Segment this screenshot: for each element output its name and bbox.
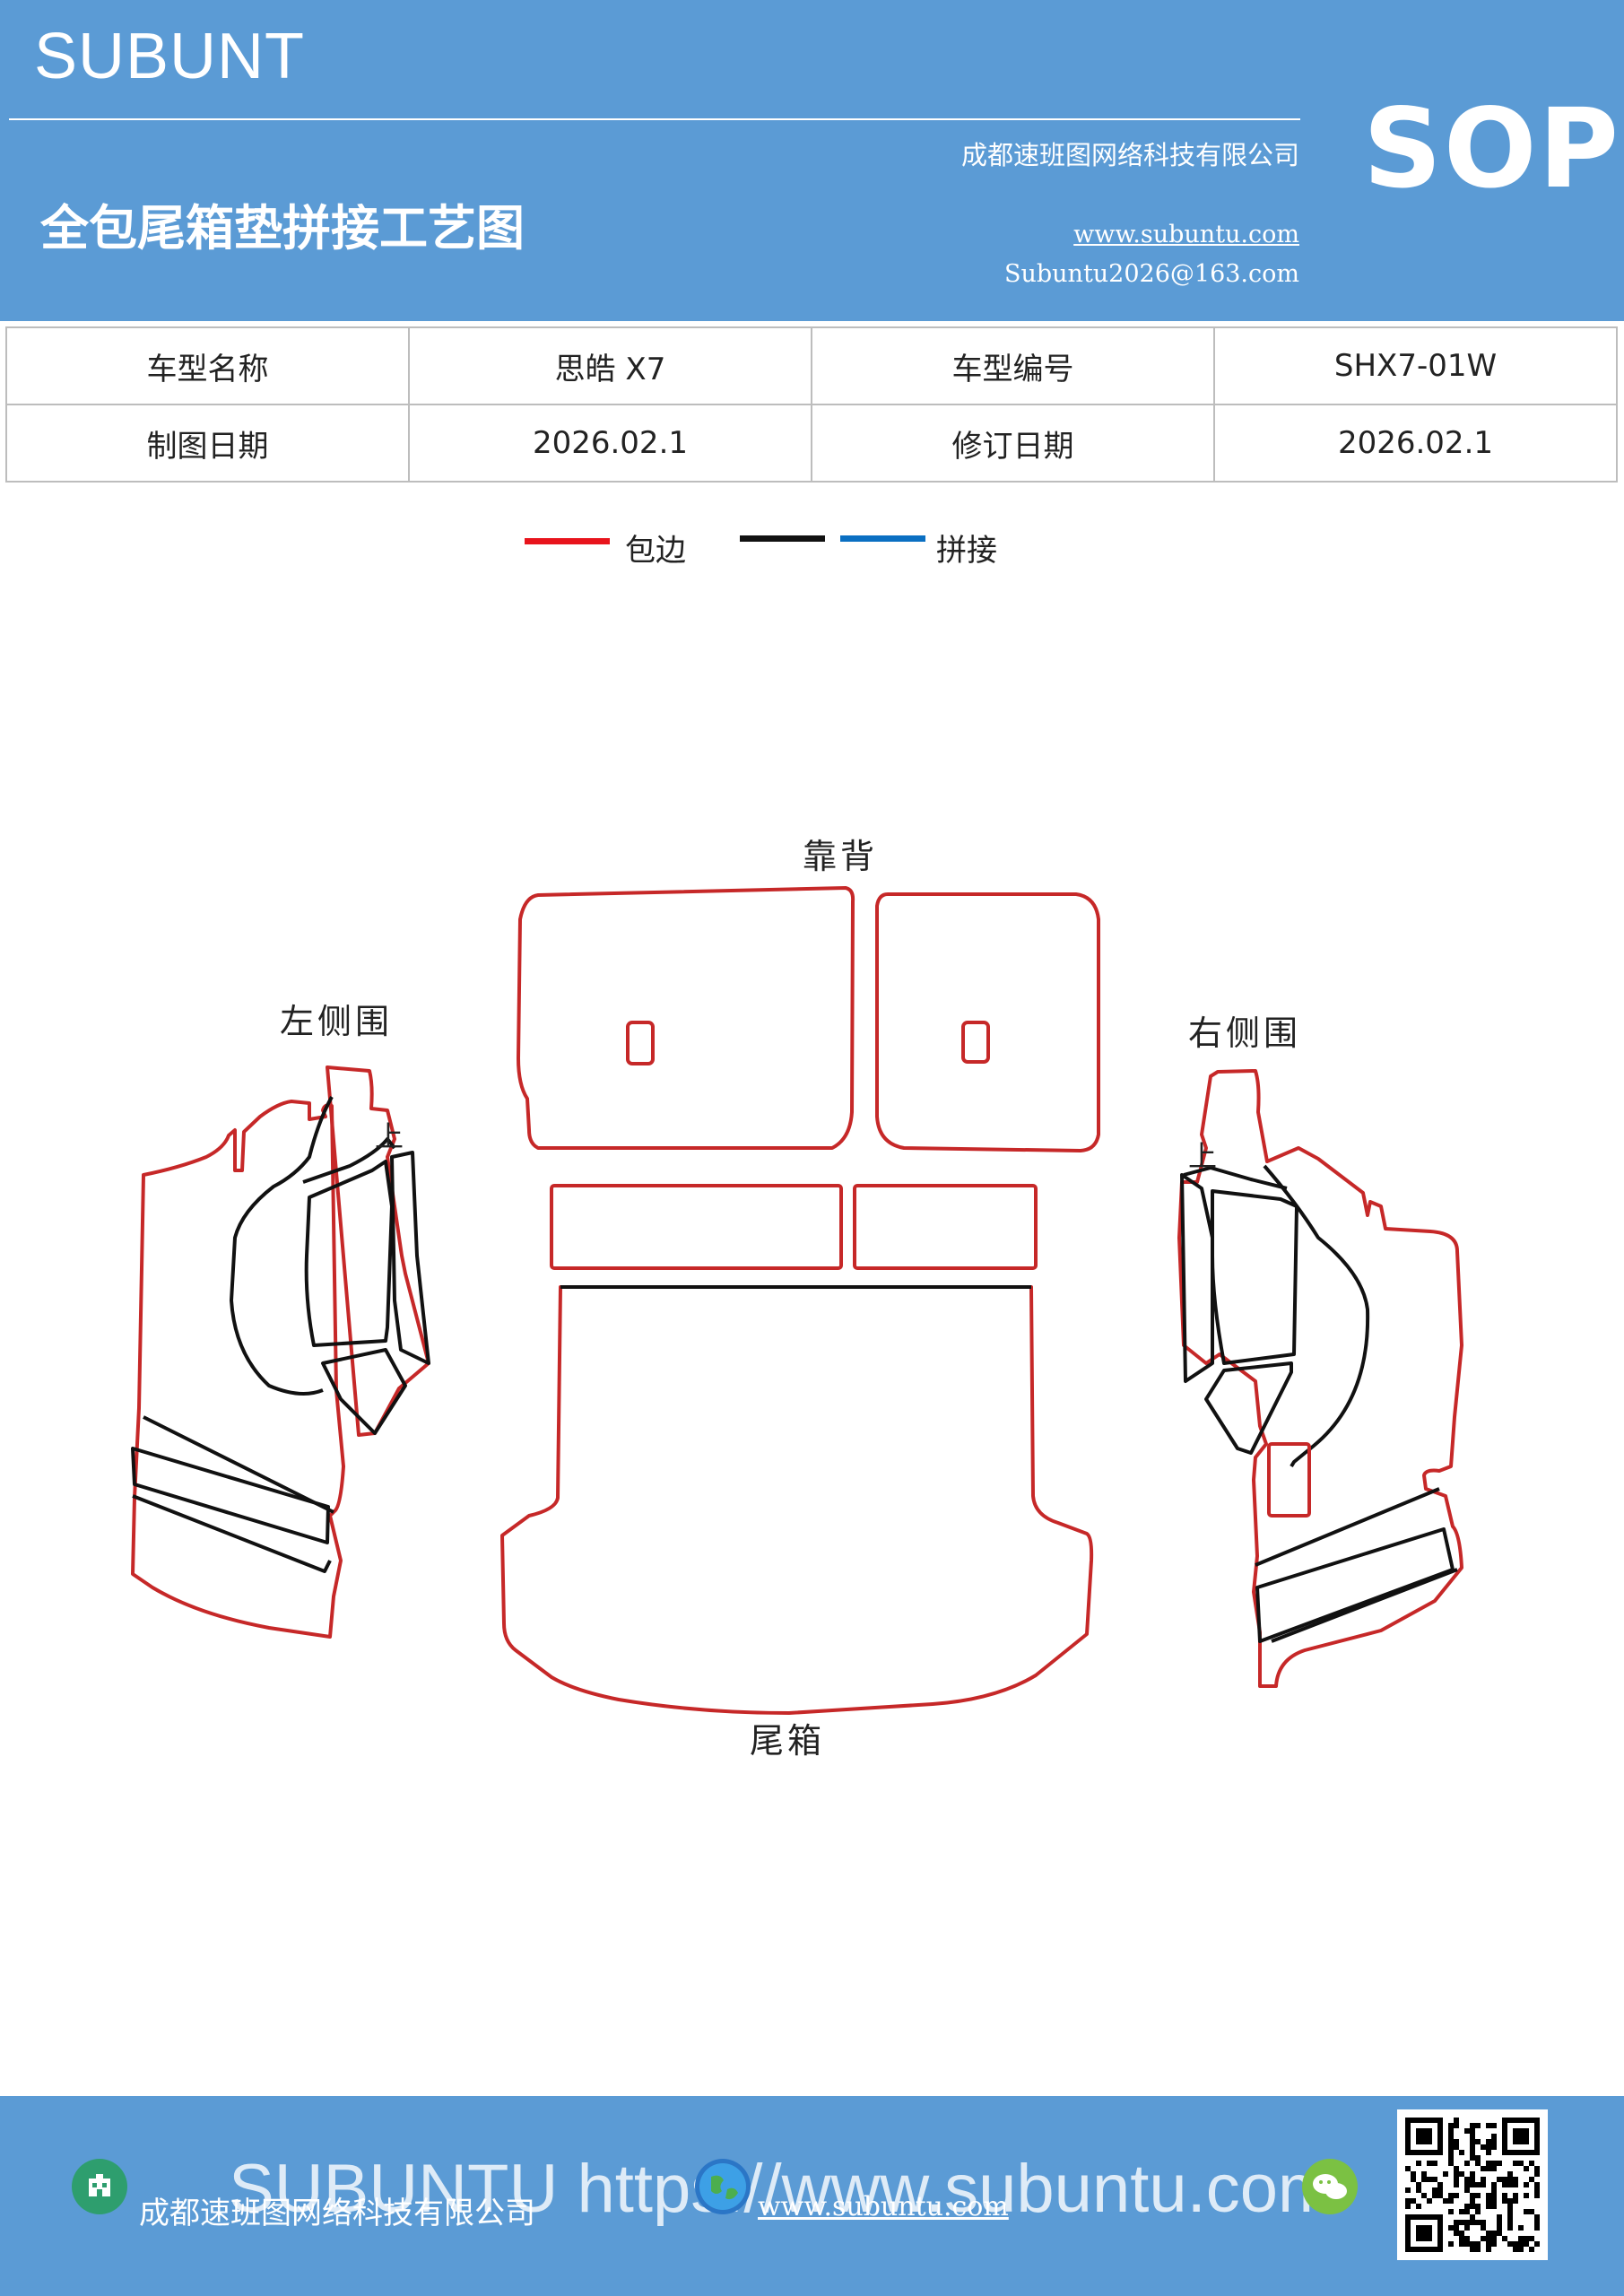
left-side-seam-outer [230, 1096, 334, 1396]
sop-badge: SOP [1363, 85, 1620, 213]
legend-splice-black-line [740, 535, 825, 542]
header-email[interactable]: Subuntu2026@163.com [1004, 260, 1299, 288]
vehicle-info-table: 车型名称 思皓 X7 车型编号 SHX7-01W 制图日期 2026.02.1 … [5, 326, 1618, 483]
globe-icon [695, 2159, 751, 2214]
header-website-link[interactable]: www.subuntu.com [1073, 221, 1299, 248]
right-side-outline [1177, 1069, 1463, 1688]
backrest-right-hole [961, 1021, 990, 1064]
qr-code[interactable] [1397, 2109, 1548, 2260]
right-side-seam-lower [1204, 1361, 1293, 1455]
revision-date-value: 2026.02.1 [1213, 404, 1618, 483]
right-side-seam-outer [1263, 1164, 1370, 1468]
footer-banner: 成都速班图网络科技有限公司 SUBUNTU https://www.subunt… [0, 2096, 1624, 2296]
right-side-cutout [1267, 1442, 1311, 1518]
left-side-seam-window-top [302, 1137, 396, 1184]
footer-website-link[interactable]: www.subuntu.com [758, 2191, 1009, 2222]
building-icon [72, 2159, 127, 2214]
left-side-outline [131, 1100, 345, 1639]
model-code-value: SHX7-01W [1213, 326, 1618, 405]
left-side-label: 左侧围 [280, 1002, 393, 1041]
middle-strip-left [550, 1184, 843, 1270]
right-side-seam-band2 [1255, 1527, 1455, 1643]
right-side-label: 右侧围 [1188, 1013, 1301, 1053]
trunk-floor-outline [500, 1285, 1094, 1715]
brand-logo-text: SUBUNT [34, 21, 306, 92]
backrest-left-hole [626, 1021, 655, 1065]
left-side-seam-window [304, 1160, 394, 1347]
draw-date-label: 制图日期 [5, 404, 410, 483]
legend: 包边 拼接 [0, 516, 1624, 578]
left-side-seam-strip-right [390, 1151, 430, 1365]
legend-splice-label: 拼接 [936, 533, 997, 569]
model-code-label: 车型编号 [811, 326, 1215, 405]
model-name-value: 思皓 X7 [408, 326, 812, 405]
draw-date-value: 2026.02.1 [408, 404, 812, 483]
left-side-seam-lower-triangle [321, 1348, 407, 1435]
left-up-mark: 上 [375, 1119, 404, 1153]
header-company: 成都速班图网络科技有限公司 [960, 140, 1299, 170]
legend-edge-label: 包边 [625, 533, 686, 569]
left-side-seam-band2 [131, 1447, 330, 1544]
header-banner: SUBUNT 全包尾箱垫拼接工艺图 成都速班图网络科技有限公司 www.subu… [0, 0, 1624, 321]
backrest-left-panel [517, 886, 855, 1150]
left-side-seam-band3 [132, 1494, 332, 1573]
footer-company: 成都速班图网络科技有限公司 [139, 2196, 535, 2231]
right-up-mark: 上 [1188, 1139, 1217, 1173]
document-title: 全包尾箱垫拼接工艺图 [40, 199, 525, 257]
backrest-label: 靠背 [803, 837, 878, 876]
right-side-seam-window [1211, 1189, 1298, 1365]
table-row: 制图日期 2026.02.1 修订日期 2026.02.1 [5, 404, 1618, 483]
table-row: 车型名称 思皓 X7 车型编号 SHX7-01W [5, 326, 1618, 405]
left-side-top-outline [326, 1065, 430, 1437]
legend-edge-line [525, 538, 610, 544]
backrest-right-panel [875, 892, 1100, 1152]
middle-strip-right [853, 1184, 1038, 1270]
right-side-seam-band1 [1255, 1487, 1440, 1567]
right-side-seam-band3 [1271, 1568, 1458, 1643]
header-divider [9, 118, 1300, 120]
legend-splice-blue-line [840, 535, 925, 542]
revision-date-label: 修订日期 [811, 404, 1215, 483]
right-side-seam-strip-left [1180, 1173, 1214, 1383]
wechat-icon [1302, 2159, 1358, 2214]
right-side-seam-window-top [1183, 1166, 1288, 1190]
footer-watermark: SUBUNTU https://www.subuntu.com [229, 2151, 1335, 2227]
trunk-label: 尾箱 [750, 1721, 825, 1761]
model-name-label: 车型名称 [5, 326, 410, 405]
left-side-seam-band1 [143, 1415, 334, 1514]
